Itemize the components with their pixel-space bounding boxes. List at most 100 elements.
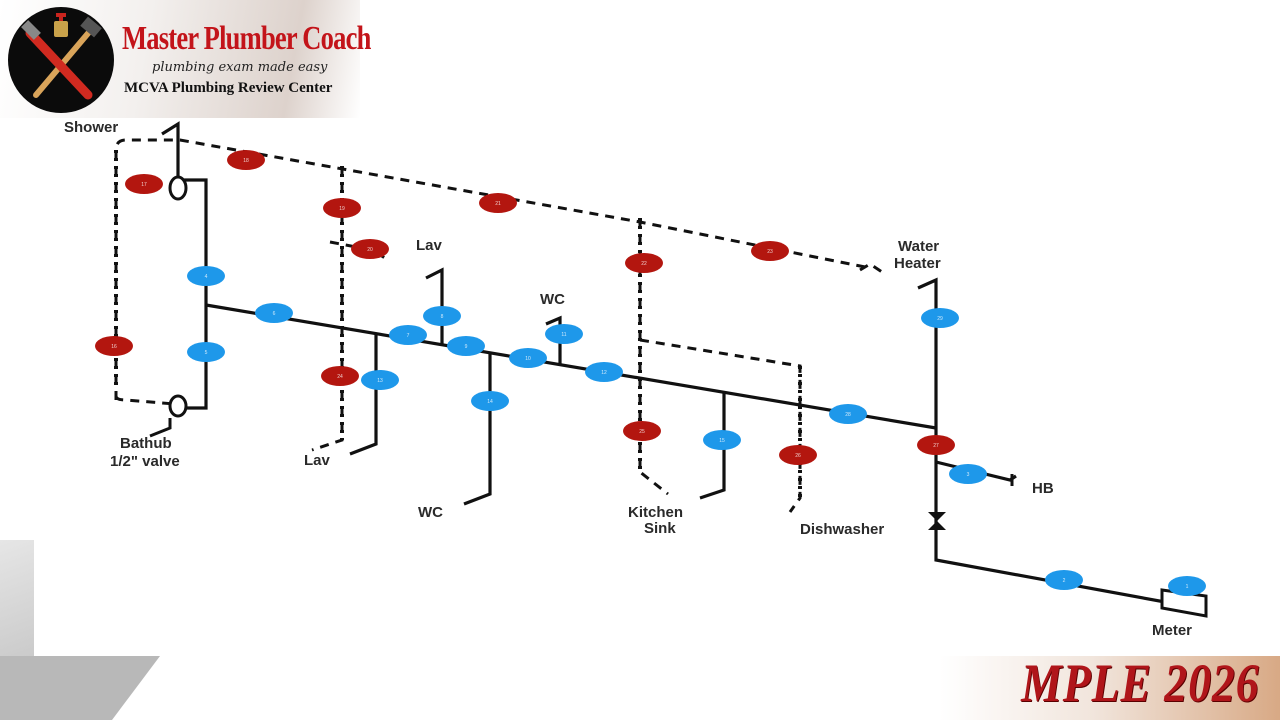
marker-number: 23: [767, 249, 773, 255]
cold-water-marker: 9: [447, 336, 485, 356]
marker-shape: [703, 430, 741, 450]
hot-dishwasher-drop: [639, 338, 802, 513]
marker-shape: [389, 325, 427, 345]
label-bathtub-valve: 1/2" valve: [110, 453, 180, 470]
marker-number: 29: [937, 316, 943, 322]
cold-water-marker: 15: [703, 430, 741, 450]
cold-water-marker: 2: [1045, 570, 1083, 590]
marker-shape: [949, 464, 987, 484]
cold-water-marker: 12: [585, 362, 623, 382]
brand-title: Master Plumber Coach: [122, 20, 371, 57]
marker-shape: [255, 303, 293, 323]
marker-shape: [423, 306, 461, 326]
segment-markers: 1617181920212223242526271234567891011121…: [95, 150, 1206, 596]
marker-shape: [95, 336, 133, 356]
cold-water-marker: 5: [187, 342, 225, 362]
cold-water-marker: 14: [471, 391, 509, 411]
brand-tagline: plumbing exam made easy: [152, 60, 328, 75]
marker-number: 28: [845, 412, 851, 418]
marker-number: 1: [1186, 584, 1189, 590]
marker-number: 13: [377, 378, 383, 384]
cold-water-marker: 28: [829, 404, 867, 424]
kitchen-cold-branch: [699, 392, 726, 500]
cold-water-marker: 7: [389, 325, 427, 345]
cold-water-marker: 11: [545, 324, 583, 344]
marker-number: 8: [441, 314, 444, 320]
marker-shape: [479, 193, 517, 213]
marker-shape: [829, 404, 867, 424]
marker-shape: [921, 308, 959, 328]
hot-water-marker: 18: [227, 150, 265, 170]
hot-main-line: [114, 138, 871, 400]
heater-and-service-line: [917, 277, 1177, 606]
marker-shape: [625, 253, 663, 273]
marker-number: 6: [273, 311, 276, 317]
label-bathtub: Bathub: [120, 435, 172, 452]
hot-water-marker: 21: [479, 193, 517, 213]
label-shower: Shower: [64, 119, 118, 136]
label-kitchen: Kitchen: [628, 504, 683, 521]
shower-riser: [161, 121, 180, 180]
cold-main: [205, 303, 937, 430]
marker-shape: [1168, 576, 1206, 596]
marker-number: 19: [339, 206, 345, 212]
hot-water-marker: 25: [623, 421, 661, 441]
cold-water-marker: 8: [423, 306, 461, 326]
bath-cold-riser: [178, 178, 208, 410]
marker-shape: [779, 445, 817, 465]
marker-number: 15: [719, 438, 725, 444]
label-meter: Meter: [1152, 622, 1192, 639]
label-hose-bibb: HB: [1032, 480, 1054, 497]
marker-shape: [509, 348, 547, 368]
cold-water-marker: 1: [1168, 576, 1206, 596]
label-lav-lower: Lav: [304, 452, 331, 469]
marker-shape: [321, 366, 359, 386]
marker-number: 3: [967, 472, 970, 478]
marker-number: 25: [639, 429, 645, 435]
marker-shape: [545, 324, 583, 344]
marker-number: 16: [111, 344, 117, 350]
marker-number: 26: [795, 453, 801, 459]
label-wc-upper: WC: [540, 291, 565, 308]
marker-shape: [585, 362, 623, 382]
marker-number: 9: [465, 344, 468, 350]
wc-upper-branch: [545, 315, 562, 364]
bathtub-valve-icon: [168, 394, 188, 418]
label-water: Water: [898, 238, 939, 255]
hot-water-marker: 27: [917, 435, 955, 455]
marker-number: 12: [601, 370, 607, 376]
cold-water-marker: 10: [509, 348, 547, 368]
hot-risers: [114, 150, 802, 498]
logo: [8, 7, 114, 113]
marker-shape: [361, 370, 399, 390]
fixture-labels: Shower Bathub 1/2" valve Lav Lav WC WC K…: [64, 119, 1192, 639]
marker-shape: [447, 336, 485, 356]
marker-shape: [227, 150, 265, 170]
gate-valve-icon: [928, 512, 946, 530]
wc-lower-branch: [463, 352, 492, 506]
label-dishwasher: Dishwasher: [800, 521, 884, 538]
cold-water-marker: 29: [921, 308, 959, 328]
marker-number: 11: [561, 332, 566, 338]
hot-water-marker: 23: [751, 241, 789, 261]
marker-number: 7: [407, 333, 410, 339]
marker-number: 21: [495, 201, 501, 207]
label-wc-lower: WC: [418, 504, 443, 521]
marker-shape: [125, 174, 163, 194]
marker-number: 5: [205, 350, 208, 356]
marker-number: 17: [141, 182, 147, 188]
marker-shape: [1045, 570, 1083, 590]
marker-shape: [187, 342, 225, 362]
hot-water-marker: 20: [351, 239, 389, 259]
hot-water-marker: 17: [125, 174, 163, 194]
label-heater: Heater: [894, 255, 941, 272]
hot-bath-branch: [114, 395, 176, 406]
cold-water-marker: 4: [187, 266, 225, 286]
marker-shape: [471, 391, 509, 411]
pipe-wrench-hammer-valve-icon: [21, 13, 102, 100]
marker-number: 27: [933, 443, 939, 449]
marker-number: 14: [487, 399, 493, 405]
lav-lower-branch: [349, 334, 378, 456]
hot-kitchen-drop: [638, 218, 669, 496]
